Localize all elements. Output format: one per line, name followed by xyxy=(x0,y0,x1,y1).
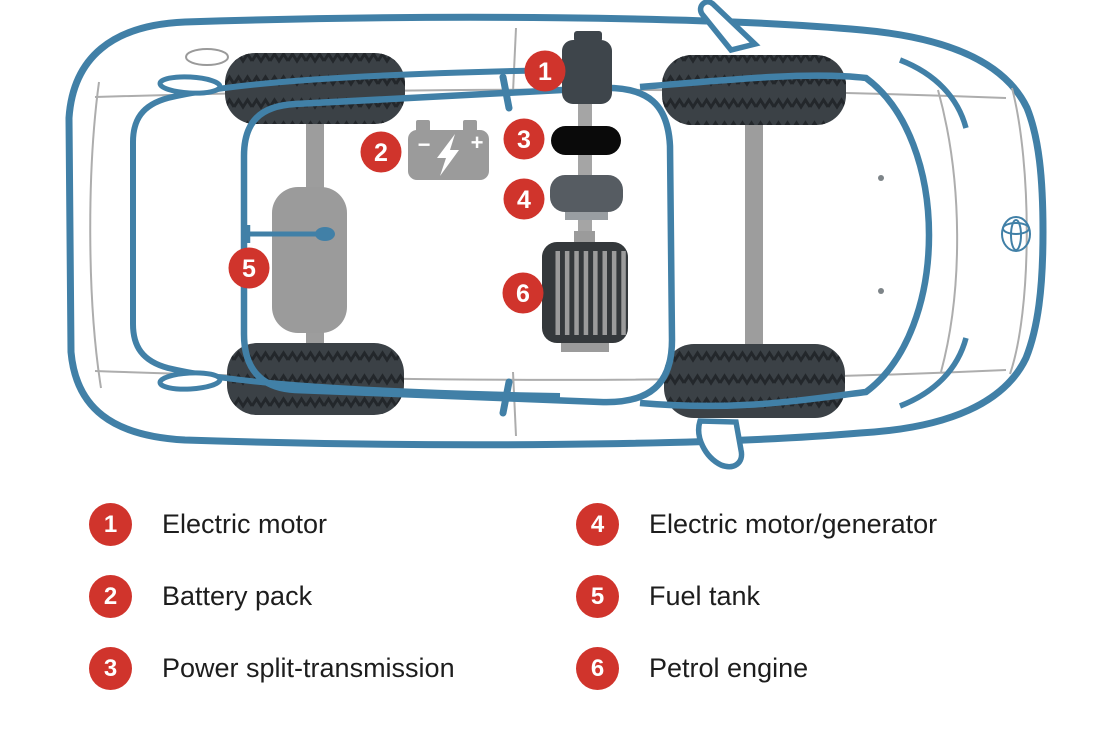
marker-badge-6: 6 xyxy=(502,272,544,314)
legend-item: 1 Electric motor xyxy=(89,503,455,546)
marker-number: 3 xyxy=(517,126,531,154)
battery-terminal-right xyxy=(463,120,477,133)
legend-label: Battery pack xyxy=(162,581,313,611)
legend-badge-2: 2 xyxy=(89,575,132,618)
legend-item: 6 Petrol engine xyxy=(576,647,937,690)
legend-badge-3: 3 xyxy=(89,647,132,690)
marker-badge-5: 5 xyxy=(228,247,270,289)
front-axle xyxy=(745,86,763,386)
fuel-tank xyxy=(245,187,347,333)
battery-terminal-left xyxy=(416,120,430,133)
legend-column-right: 4 Electric motor/generator 5 Fuel tank 6… xyxy=(576,503,937,719)
front-wheel-top xyxy=(662,55,846,125)
rear-glass-outline xyxy=(130,67,561,399)
legend-label: Power split-transmission xyxy=(162,653,455,683)
legend-label: Electric motor/generator xyxy=(649,509,938,539)
marker-badge-3: 3 xyxy=(503,118,545,160)
battery-minus-sign: − xyxy=(418,132,431,157)
side-mirror-top xyxy=(697,0,761,54)
fuel-cap xyxy=(185,48,229,66)
motor-generator-tab xyxy=(565,212,608,220)
car-top-view-svg: − + xyxy=(65,0,1047,470)
markers: 1 2 3 4 5 xyxy=(228,50,566,314)
marker-badge-1: 1 xyxy=(524,50,566,92)
drive-shaft xyxy=(578,96,592,252)
marker-number: 4 xyxy=(517,186,531,214)
b-pillar-top xyxy=(499,73,513,112)
engine-tab-top xyxy=(574,231,595,243)
marker-number: 1 xyxy=(538,58,552,86)
marker-number: 6 xyxy=(516,280,530,308)
car-diagram: − + xyxy=(65,0,1047,470)
rear-wheel-top xyxy=(225,53,405,124)
windshield-outline xyxy=(639,72,933,410)
tire-tread xyxy=(225,53,405,124)
b-pillar-bottom xyxy=(499,378,513,417)
power-split-transmission xyxy=(551,126,621,155)
seam-door-top xyxy=(512,27,517,93)
greenhouse-lines xyxy=(130,0,969,470)
engine-tab-bottom xyxy=(561,343,609,352)
seam-rear-bumper xyxy=(89,81,102,389)
legend-item: 3 Power split-transmission xyxy=(89,647,455,690)
tire-tread xyxy=(227,343,404,415)
marker-badge-2: 2 xyxy=(360,131,402,173)
seam-front-bumper xyxy=(1009,87,1028,375)
legend-badge-6: 6 xyxy=(576,647,619,690)
legend-item: 4 Electric motor/generator xyxy=(576,503,937,546)
legend-label: Electric motor xyxy=(162,509,328,539)
legend-label: Petrol engine xyxy=(649,653,809,683)
electric-motor-tab xyxy=(574,31,602,42)
battery-pack: − + xyxy=(408,120,489,180)
legend-badge-4: 4 xyxy=(576,503,619,546)
hood-dot-bottom xyxy=(878,288,884,294)
battery-plus-sign: + xyxy=(471,130,484,155)
marker-number: 5 xyxy=(242,255,256,283)
seam-hood xyxy=(937,89,959,373)
legend-item: 2 Battery pack xyxy=(89,575,455,618)
engine-slats xyxy=(555,251,626,335)
electric-motor xyxy=(562,40,612,104)
motor-generator xyxy=(550,175,623,212)
legend-column-left: 1 Electric motor 2 Battery pack 3 Power … xyxy=(89,503,455,719)
legend-label: Fuel tank xyxy=(649,581,761,611)
toyota-logo-icon xyxy=(1001,216,1031,252)
marker-number: 2 xyxy=(374,139,388,167)
petrol-engine xyxy=(542,231,628,352)
rear-wheel-bottom xyxy=(227,343,404,415)
legend-badge-1: 1 xyxy=(89,503,132,546)
door-handle-top xyxy=(157,74,223,96)
legend-badge-5: 5 xyxy=(576,575,619,618)
hood-dot-top xyxy=(878,175,884,181)
lightning-bolt-icon xyxy=(437,134,459,176)
headlamp-top xyxy=(899,57,969,129)
headlamp-bottom xyxy=(899,337,969,409)
drivetrain xyxy=(542,31,628,352)
tire-tread xyxy=(662,55,846,125)
seam-door-bottom xyxy=(512,371,517,437)
side-mirror-bottom xyxy=(696,418,745,470)
marker-badge-4: 4 xyxy=(503,178,545,220)
fuel-tank-pointer-dot xyxy=(315,227,335,241)
cabin-roof-outline xyxy=(240,84,676,406)
door-handle-bottom xyxy=(157,370,223,392)
legend-item: 5 Fuel tank xyxy=(576,575,937,618)
